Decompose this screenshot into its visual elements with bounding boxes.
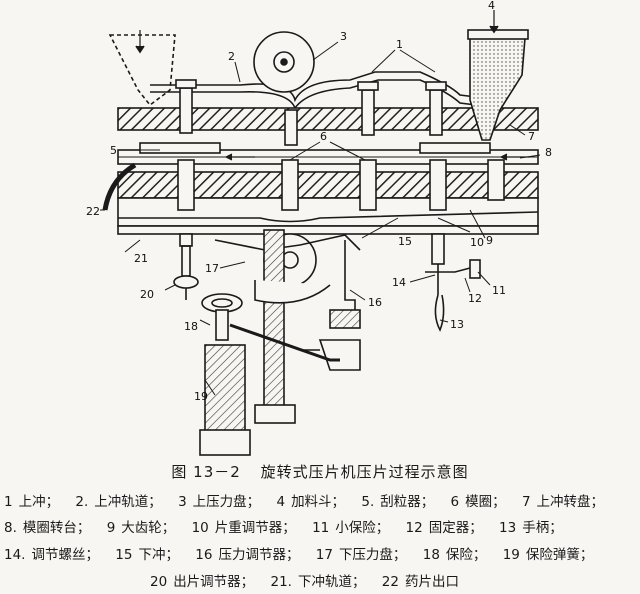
callout-15: 15 [398, 235, 412, 248]
callout-2: 2 [228, 50, 235, 63]
callout-19: 19 [194, 390, 208, 403]
upper-pressure-wheel [253, 31, 315, 93]
legend-item: 14.调节螺丝； [4, 547, 99, 563]
callout-10: 10 [470, 236, 484, 249]
main-column [254, 229, 296, 424]
callout-8: 8 [545, 146, 552, 159]
legend-item: 2.上冲轨道； [75, 494, 162, 510]
leader-lines [100, 41, 541, 396]
callout-17: 17 [205, 262, 219, 275]
ejection-adjuster [173, 245, 199, 300]
lower-pressure-wheel [214, 233, 361, 287]
feed-hopper [467, 29, 529, 141]
callout-3: 3 [340, 30, 347, 43]
callout-5: 5 [110, 144, 117, 157]
callout-12: 12 [468, 292, 482, 305]
safety-spring [199, 344, 251, 456]
figure-caption: 图 13－2 旋转式压片机压片过程示意图 [0, 461, 640, 482]
figure-number: 图 13－2 [171, 463, 241, 481]
legend-item: 5.刮粒器； [361, 494, 435, 510]
callout-4: 4 [488, 0, 495, 12]
callout-22: 22 [86, 205, 100, 218]
callout-16: 16 [368, 296, 382, 309]
scraper [139, 142, 491, 154]
callout-7: 7 [528, 130, 535, 143]
callout-14: 14 [392, 276, 406, 289]
callout-21: 21 [134, 252, 148, 265]
legend-item: 21.下冲轨道； [270, 574, 366, 590]
lower-punch-track [118, 211, 539, 223]
legend-item: 8.模圈转台； [4, 520, 91, 536]
left-hopper [108, 34, 176, 107]
pressure-regulator [300, 240, 361, 371]
callout-13: 13 [450, 318, 464, 331]
weight-adjuster-assembly [425, 259, 481, 332]
tablet-exit-chute [102, 162, 137, 211]
figure-title: 旋转式压片机压片过程示意图 [260, 463, 469, 481]
callout-6: 6 [320, 130, 327, 143]
lower-punches [177, 159, 505, 265]
upper-punch-track [150, 71, 501, 110]
tablet-press-diagram: 1 2 3 4 5 6 7 8 9 10 11 12 13 14 15 16 1… [86, 0, 552, 456]
callout-20: 20 [140, 288, 154, 301]
callout-9: 9 [486, 234, 493, 247]
callout-1: 1 [396, 38, 403, 51]
safety [201, 293, 243, 341]
upper-punches [175, 79, 447, 146]
callout-18: 18 [184, 320, 198, 333]
callout-11: 11 [492, 284, 506, 297]
